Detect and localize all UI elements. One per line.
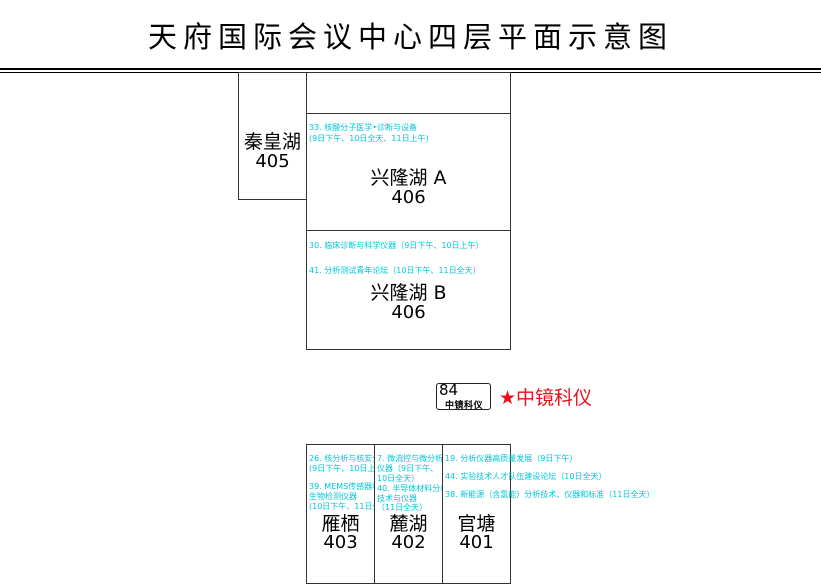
room-406a: 33. 核酸分子医学•诊断与设备 (9日下午、10日全天、11日上午) 兴隆湖 …: [306, 113, 511, 231]
room-name: 兴隆湖 B: [370, 282, 447, 304]
page-title: 天府国际会议中心四层平面示意图: [147, 20, 673, 54]
room-401: 19. 分析仪器高质量发展（9日下午） 44. 实验技术人才队伍建设论坛（10日…: [442, 444, 654, 584]
session-note: 生物检测仪器: [309, 492, 357, 501]
session-note: (9日下午、10日上午): [309, 464, 387, 473]
room-name: 兴隆湖 A: [370, 167, 447, 189]
room-number: 406: [391, 302, 426, 323]
session-note: 44. 实验技术人才队伍建设论坛（10日全天）: [445, 472, 607, 481]
room-name: 官塘: [457, 513, 496, 535]
session-note: 7. 微流控与微分析: [377, 454, 444, 463]
session-note: 10日全天）: [377, 474, 420, 483]
session-note: 26. 核分析与核安全: [309, 454, 381, 463]
room-name: 麓湖: [389, 513, 428, 535]
session-note: 40. 半导体材料分析: [377, 484, 449, 493]
session-note: 30. 临床诊断与科学仪器（9日下午、10日上午）: [309, 241, 484, 250]
room-number: 403: [323, 532, 358, 553]
session-note: 39. MEMS传感器和: [309, 482, 381, 491]
booth-logo-text: 中镜科仪: [445, 401, 484, 411]
session-note: （11日全天）: [377, 503, 428, 512]
room-405: 秦皇湖 405: [238, 72, 307, 200]
room-402: 7. 微流控与微分析 仪器（9日下午、 10日全天） 40. 半导体材料分析 技…: [374, 444, 448, 584]
session-note: 38. 新能源（含氢能）分析技术、仪器和标准（11日全天）: [445, 490, 655, 499]
corridor-block: [306, 72, 511, 114]
session-note: 技术与仪器: [377, 494, 417, 503]
company-label: ★中镜科仪: [499, 387, 593, 409]
session-note: 33. 核酸分子医学•诊断与设备: [309, 123, 417, 132]
room-name: 秦皇湖: [243, 131, 301, 153]
room-number: 401: [459, 532, 494, 553]
room-406b: 30. 临床诊断与科学仪器（9日下午、10日上午） 41. 分析测试青年论坛（1…: [306, 230, 511, 350]
room-name: 雁栖: [321, 513, 360, 535]
session-note: 19. 分析仪器高质量发展（9日下午）: [445, 454, 578, 463]
room-number: 402: [391, 532, 426, 553]
booth-number: 84: [439, 381, 459, 399]
room-number: 406: [391, 187, 426, 208]
session-note: (9日下午、10日全天、11日上午): [309, 134, 429, 143]
session-note: 41. 分析测试青年论坛（10日下午、11日全天）: [309, 266, 481, 275]
booth-logo: 84 中镜科仪: [436, 381, 491, 411]
header-divider: [0, 68, 821, 70]
session-note: 仪器（9日下午、: [377, 464, 439, 473]
room-403: 26. 核分析与核安全 (9日下午、10日上午) 39. MEMS传感器和 生物…: [306, 444, 392, 584]
session-note: (10日下午、11日全天): [309, 502, 392, 511]
room-number: 405: [255, 151, 290, 172]
